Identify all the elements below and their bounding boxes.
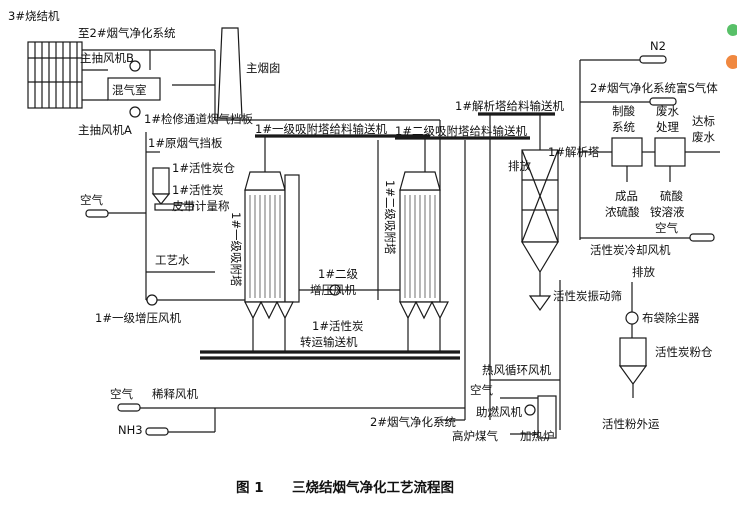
wastewater-label-1: 废水 [656, 104, 679, 118]
tower-1 [244, 171, 300, 320]
air-left-nozzle [85, 209, 109, 218]
bag-filter-icon [625, 311, 639, 325]
carbon-bin [151, 167, 194, 211]
fan-b-icon [129, 60, 141, 72]
conc-acid-label-1: 成品 [615, 189, 638, 203]
sinter-machine [27, 41, 83, 109]
bag-filter-label: 布袋除尘器 [642, 311, 700, 325]
n2-label: N2 [650, 39, 666, 53]
regen-feeder-label: 1#解析塔给料输送机 [455, 99, 564, 113]
comb-fan-label: 助燃风机 [476, 405, 522, 419]
boost-fan-2-label-1: 1#二级 [318, 267, 358, 281]
figure-title: 三烧结烟气净化工艺流程图 [292, 479, 454, 496]
regen-tower-label: 1#解析塔 [548, 145, 600, 159]
belt-scale-label-2: 皮带计量称 [172, 199, 230, 213]
mix-room-label: 混气室 [112, 83, 147, 97]
bf-gas-label: 高炉煤气 [452, 429, 498, 443]
fan-b-label: 主抽风机B [80, 51, 134, 65]
carbon-bin-label: 1#活性炭仓 [172, 161, 235, 175]
discharge-top-label: 排放 [508, 159, 531, 173]
ammonium-label-2: 铵溶液 [650, 205, 685, 219]
nh3-label: NH3 [118, 423, 143, 437]
feeder-1-label: 1#一级吸附塔给料输送机 [255, 122, 387, 136]
transfer-label-1: 1#活性炭 [312, 319, 363, 333]
tower-2-label: 1#二级吸附塔 [383, 180, 397, 255]
n2-nozzle [639, 55, 667, 64]
rich-s-label: 2#烟气净化系统富S气体 [590, 81, 718, 95]
screen-icon [528, 295, 552, 312]
orange-dot-icon [726, 55, 737, 69]
to-no2-label: 至2#烟气净化系统 [78, 26, 176, 40]
heater-label: 加热炉 [520, 429, 555, 443]
cool-fan-label: 活性炭冷却风机 [590, 243, 671, 257]
proc-water-label: 工艺水 [155, 253, 190, 267]
hot-air-fan-label: 热风循环风机 [482, 363, 551, 377]
boost-fan-1-icon [146, 294, 158, 306]
acid-system-label-1: 制酸 [612, 104, 635, 118]
wastewater-box [654, 137, 686, 167]
green-dot-icon [727, 24, 737, 36]
mix-room-box [107, 77, 161, 101]
air-right-label: 空气 [655, 221, 678, 235]
air-dilute-nozzle [117, 403, 141, 412]
conc-acid-label-2: 浓硫酸 [605, 205, 640, 219]
tower-1-label: 1#一级吸附塔 [229, 212, 243, 287]
to-no2-bottom-label: 2#烟气净化系统 [370, 415, 456, 429]
raw-damper-label: 1#原烟气挡板 [148, 136, 223, 150]
ammonium-label-1: 硫酸 [660, 189, 683, 203]
comb-fan-icon [524, 404, 536, 416]
feeder-2-label: 1#二级吸附塔给料输送机 [395, 124, 527, 138]
chimney-label: 主烟囱 [246, 61, 281, 75]
sinter-label: 3#烧结机 [8, 9, 60, 23]
chimney-icon [217, 27, 243, 119]
powder-out-label: 活性粉外运 [602, 417, 660, 431]
std-water-label-2: 废水 [692, 130, 715, 144]
acid-system-label-2: 系统 [612, 120, 635, 134]
wastewater-label-2: 处理 [656, 120, 679, 134]
belt-scale-label-1: 1#活性炭 [172, 183, 223, 197]
fan-a-label: 主抽风机A [78, 123, 132, 137]
boost-fan-1-label: 1#一级增压风机 [95, 311, 181, 325]
air-left-label: 空气 [80, 193, 103, 207]
nh3-nozzle [145, 427, 169, 436]
regen-tower [520, 149, 560, 274]
screen-label: 活性炭振动筛 [553, 289, 622, 303]
heater-box [537, 395, 557, 439]
air-comb-label: 空气 [470, 383, 493, 397]
air-right-nozzle [689, 233, 715, 242]
powder-bin-label: 活性炭粉仓 [655, 345, 713, 359]
acid-system-box [611, 137, 643, 167]
figure-number: 图 1 [236, 480, 264, 496]
dilute-fan-label: 稀释风机 [152, 387, 198, 401]
transfer-label-2: 转运输送机 [300, 335, 358, 349]
discharge-right-label: 排放 [632, 265, 655, 279]
boost-fan-2-label-2: 增压风机 [310, 283, 356, 297]
air-dilute-label: 空气 [110, 387, 133, 401]
bypass-damper-label: 1#检修通道烟气挡板 [144, 112, 253, 126]
main-ducts [82, 49, 216, 120]
std-water-label-1: 达标 [692, 114, 715, 128]
powder-bin [618, 337, 648, 386]
fan-a-icon [129, 106, 141, 118]
tower-2 [399, 171, 449, 320]
